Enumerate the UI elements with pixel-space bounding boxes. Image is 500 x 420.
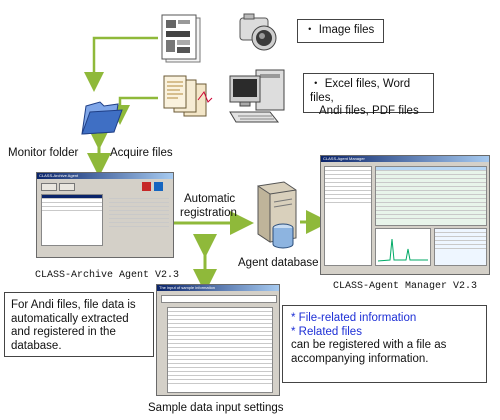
office-files-line2: Andi files, PDF files bbox=[319, 105, 419, 117]
office-files-line1: ・ Excel files, Word files, bbox=[310, 78, 411, 104]
file-info-line4: accompanying information. bbox=[291, 352, 429, 365]
andi-files-note: For Andi files, file data is automatical… bbox=[4, 292, 154, 357]
office-files-arrow bbox=[110, 96, 158, 125]
folder-list-panel bbox=[41, 194, 103, 246]
monitor-folder-label: Monitor folder bbox=[8, 147, 79, 159]
toolbar-button bbox=[41, 183, 57, 191]
file-info-line3: can be registered with a file as bbox=[291, 339, 447, 351]
registration-label: registration bbox=[180, 207, 237, 219]
toolbar-button bbox=[59, 183, 75, 191]
andi-files-line2: automatically extracted bbox=[11, 312, 129, 325]
image-files-text: ・ Image files bbox=[304, 24, 375, 36]
file-info-line2: * Related files bbox=[291, 325, 362, 338]
automatic-label: Automatic bbox=[184, 193, 236, 205]
agent-manager-title: CLASS-Agent Manager bbox=[323, 156, 365, 161]
settings-area bbox=[109, 195, 169, 245]
andi-files-line1: For Andi files, file data is bbox=[11, 299, 136, 311]
sample-input-title: The input of sample information bbox=[159, 285, 216, 290]
archive-agent-caption: CLASS-Archive Agent V2.3 bbox=[35, 270, 180, 281]
archive-agent-title: CLASS-Archive Agent bbox=[39, 173, 79, 178]
status-icons bbox=[142, 182, 163, 191]
options-bar bbox=[161, 295, 277, 303]
office-files-note: ・ Excel files, Word files, Andi files, P… bbox=[303, 73, 434, 117]
file-info-note: * File-related information * Related fil… bbox=[282, 305, 487, 383]
agent-database-label: Agent database bbox=[238, 257, 319, 269]
sample-input-window: The input of sample information bbox=[156, 284, 280, 396]
tree-panel bbox=[324, 166, 372, 266]
pc-icon bbox=[229, 69, 285, 123]
image-document-icon bbox=[161, 14, 201, 63]
andi-files-line4: database. bbox=[11, 339, 62, 352]
sample-input-caption: Sample data input settings bbox=[148, 402, 284, 414]
acquire-files-label: Acquire files bbox=[110, 147, 173, 159]
file-info-line1: * File-related information bbox=[291, 312, 417, 324]
results-table bbox=[375, 166, 487, 226]
monitor-folder-icon bbox=[81, 101, 123, 135]
archive-agent-window: CLASS-Archive Agent bbox=[36, 172, 174, 258]
chromatogram-panel bbox=[375, 228, 431, 266]
camera-icon bbox=[239, 13, 277, 51]
image-files-note: ・ Image files bbox=[297, 19, 384, 43]
sample-grid bbox=[167, 307, 273, 393]
agent-manager-window: CLASS-Agent Manager bbox=[320, 155, 490, 275]
detail-panel bbox=[434, 228, 487, 266]
agent-manager-caption: CLASS-Agent Manager V2.3 bbox=[333, 281, 478, 292]
andi-files-line3: and registered in the bbox=[11, 326, 116, 338]
image-files-arrow bbox=[84, 36, 158, 92]
office-documents-icon bbox=[163, 75, 213, 117]
database-icon bbox=[272, 223, 294, 249]
